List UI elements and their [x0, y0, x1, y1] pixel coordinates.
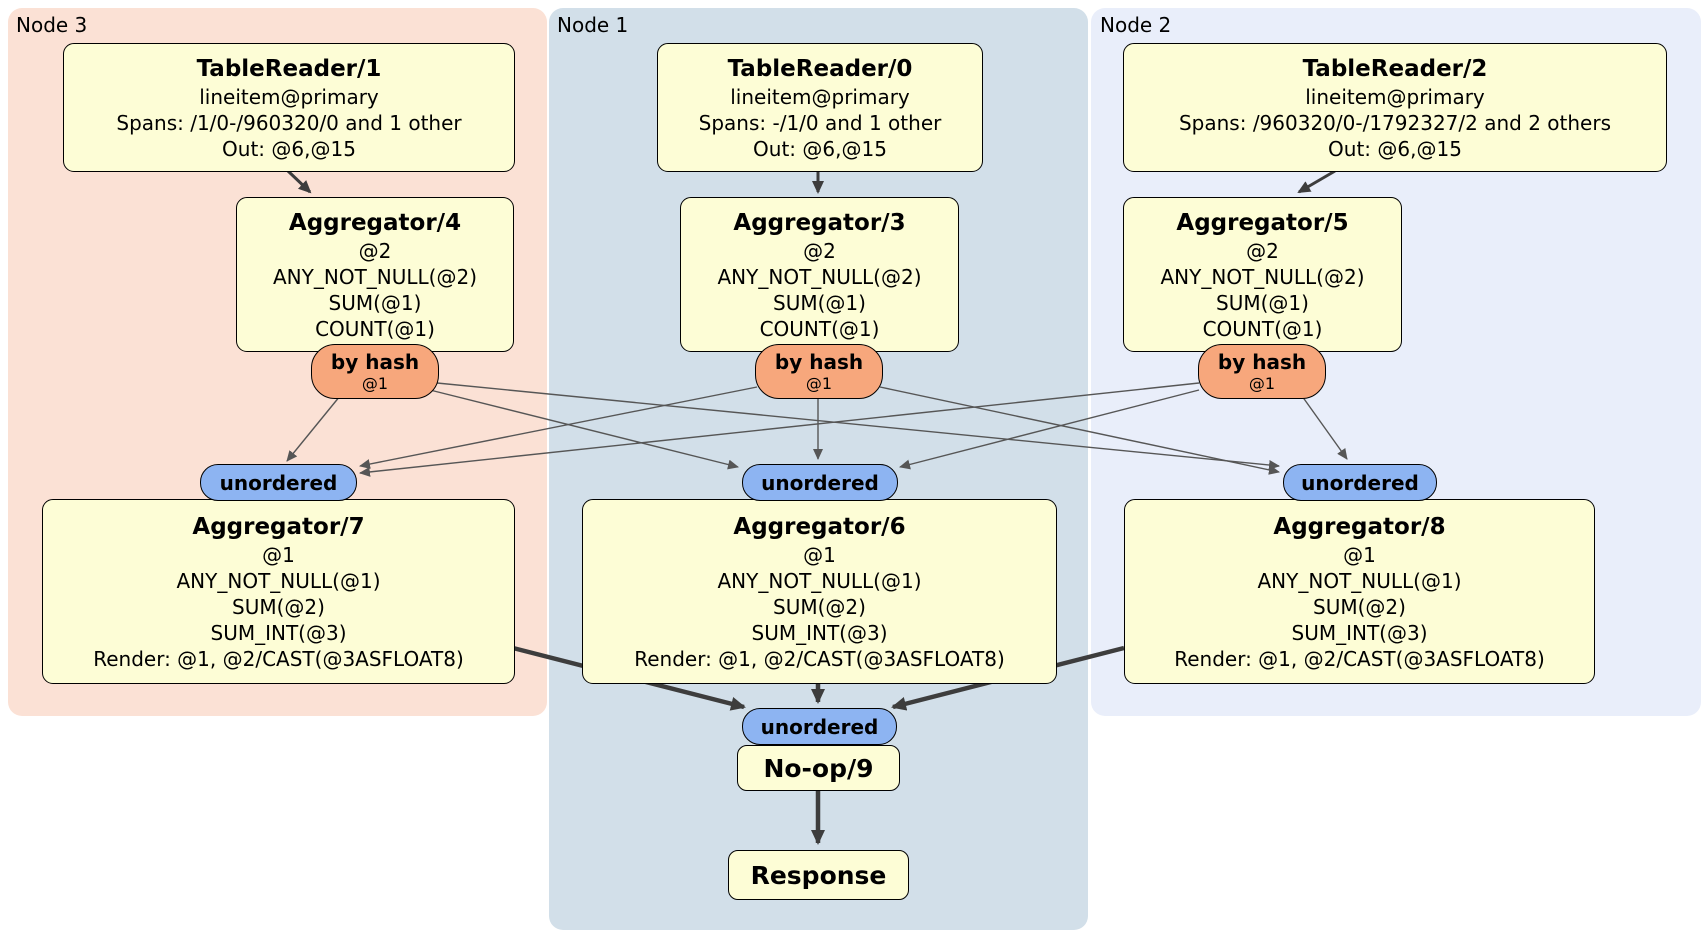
processor-title: TableReader/2	[1302, 55, 1488, 82]
processor-title: Aggregator/6	[733, 513, 906, 540]
processor-detail: @1	[1343, 542, 1376, 567]
processor-detail: SUM_INT(@3)	[210, 620, 347, 645]
sync-unordered-final: unordered	[742, 708, 897, 745]
router-label: by hash	[1217, 349, 1307, 374]
processor-title: Aggregator/5	[1176, 209, 1349, 236]
processor-detail: Out: @6,@15	[753, 136, 887, 161]
sync-label: unordered	[1301, 470, 1419, 495]
processor-detail: COUNT(@1)	[759, 316, 880, 341]
processor-aggregator-3: Aggregator/3 @2 ANY_NOT_NULL(@2) SUM(@1)…	[680, 197, 959, 352]
processor-detail: @2	[1246, 238, 1279, 263]
processor-title: TableReader/0	[727, 55, 913, 82]
edge-hash3-sync-left	[286, 395, 341, 462]
edge-hash3-sync-right	[436, 382, 1280, 470]
processor-aggregator-6: Aggregator/6 @1 ANY_NOT_NULL(@1) SUM(@2)…	[582, 499, 1057, 684]
processor-detail: COUNT(@1)	[315, 316, 435, 341]
processor-detail: @1	[262, 542, 295, 567]
edge-hash2-sync-mid	[899, 389, 1200, 470]
processor-detail: @2	[358, 238, 392, 263]
router-detail: @1	[1248, 373, 1276, 393]
router-detail: @1	[805, 373, 833, 393]
processor-detail: SUM(@2)	[232, 594, 325, 619]
edge-hash1-sync-left	[359, 386, 758, 469]
edge-hash3-sync-mid	[429, 389, 739, 470]
processor-aggregator-8: Aggregator/8 @1 ANY_NOT_NULL(@1) SUM(@2)…	[1124, 499, 1595, 684]
processor-detail: ANY_NOT_NULL(@2)	[1160, 264, 1365, 289]
processor-detail: SUM_INT(@3)	[751, 620, 888, 645]
processor-noop-9: No-op/9	[737, 745, 900, 791]
processor-title: Response	[750, 860, 887, 890]
processor-detail: SUM(@1)	[328, 290, 422, 315]
router-by-hash-node1: by hash @1	[755, 344, 883, 399]
response-box: Response	[728, 850, 909, 900]
processor-detail: SUM_INT(@3)	[1291, 620, 1428, 645]
sync-label: unordered	[219, 470, 338, 495]
processor-aggregator-4: Aggregator/4 @2 ANY_NOT_NULL(@2) SUM(@1)…	[236, 197, 514, 352]
edge-hash2-sync-right	[1301, 395, 1348, 460]
processor-detail: ANY_NOT_NULL(@1)	[1257, 568, 1462, 593]
processor-detail: Out: @6,@15	[222, 136, 356, 161]
processor-aggregator-7: Aggregator/7 @1 ANY_NOT_NULL(@1) SUM(@2)…	[42, 499, 515, 684]
processor-detail: ANY_NOT_NULL(@1)	[717, 568, 922, 593]
processor-detail: lineitem@primary	[730, 84, 910, 109]
processor-tablereader-1: TableReader/1 lineitem@primary Spans: /1…	[63, 43, 515, 172]
sync-label: unordered	[760, 714, 879, 739]
region-label-node1: Node 1	[557, 13, 629, 37]
processor-detail: Spans: /1/0-/960320/0 and 1 other	[116, 110, 462, 135]
processor-detail: Spans: /960320/0-/1792327/2 and 2 others	[1178, 110, 1611, 135]
processor-detail: SUM(@1)	[1216, 290, 1309, 315]
edge-hash2-sync-left	[359, 382, 1200, 477]
processor-title: No-op/9	[763, 753, 874, 783]
processor-detail: COUNT(@1)	[1202, 316, 1323, 341]
router-label: by hash	[330, 349, 420, 374]
sync-label: unordered	[761, 470, 879, 495]
processor-detail: SUM(@2)	[1313, 594, 1406, 619]
router-detail: @1	[361, 373, 389, 393]
processor-detail: ANY_NOT_NULL(@2)	[717, 264, 922, 289]
processor-detail: ANY_NOT_NULL(@2)	[273, 264, 477, 289]
region-label-node2: Node 2	[1100, 13, 1172, 37]
router-by-hash-node3: by hash @1	[311, 344, 439, 399]
processor-detail: Spans: -/1/0 and 1 other	[698, 110, 942, 135]
processor-title: Aggregator/8	[1273, 513, 1446, 540]
processor-aggregator-5: Aggregator/5 @2 ANY_NOT_NULL(@2) SUM(@1)…	[1123, 197, 1402, 352]
router-label: by hash	[774, 349, 864, 374]
region-label-node3: Node 3	[16, 13, 88, 37]
processor-detail: lineitem@primary	[199, 84, 379, 109]
processor-detail: Render: @1, @2/CAST(@3ASFLOAT8)	[93, 646, 464, 671]
processor-title: TableReader/1	[196, 55, 382, 82]
processor-detail: @1	[803, 542, 836, 567]
processor-detail: SUM(@1)	[773, 290, 866, 315]
processor-detail: Out: @6,@15	[1328, 136, 1462, 161]
processor-detail: lineitem@primary	[1305, 84, 1485, 109]
sync-unordered-right: unordered	[1283, 464, 1437, 501]
processor-title: Aggregator/7	[192, 513, 365, 540]
processor-tablereader-2: TableReader/2 lineitem@primary Spans: /9…	[1123, 43, 1667, 172]
processor-title: Aggregator/4	[288, 209, 462, 236]
processor-title: Aggregator/3	[733, 209, 906, 236]
processor-tablereader-0: TableReader/0 lineitem@primary Spans: -/…	[657, 43, 983, 172]
processor-detail: ANY_NOT_NULL(@1)	[176, 568, 381, 593]
edge-hash1-sync-right	[879, 386, 1280, 475]
edge-tr1-agg4	[286, 169, 312, 194]
processor-detail: Render: @1, @2/CAST(@3ASFLOAT8)	[634, 646, 1005, 671]
processor-detail: SUM(@2)	[773, 594, 866, 619]
router-by-hash-node2: by hash @1	[1198, 344, 1326, 399]
edge-tr2-agg5	[1297, 169, 1336, 194]
processor-detail: @2	[803, 238, 836, 263]
processor-detail: Render: @1, @2/CAST(@3ASFLOAT8)	[1174, 646, 1545, 671]
sync-unordered-mid: unordered	[742, 464, 898, 501]
sync-unordered-left: unordered	[200, 464, 357, 501]
